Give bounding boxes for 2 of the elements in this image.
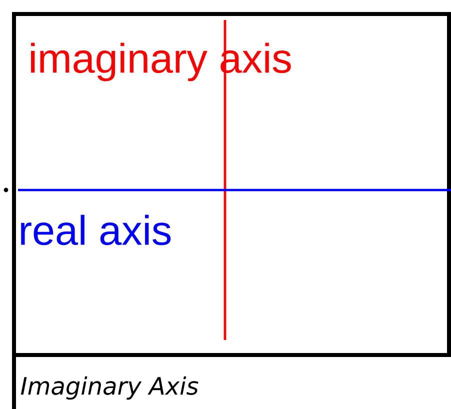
caption: Imaginary Axis	[20, 376, 198, 400]
axis-label: real axis	[21, 214, 171, 246]
